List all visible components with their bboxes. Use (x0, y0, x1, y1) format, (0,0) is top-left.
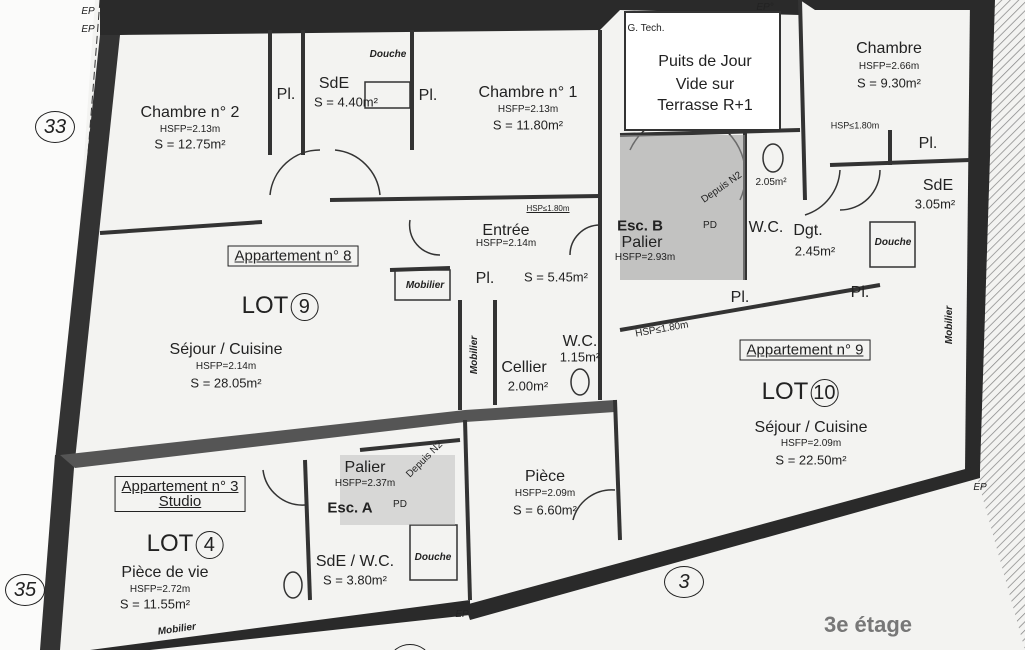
gtech-label: G. Tech. (627, 23, 665, 34)
dgt-area: 2.45m² (794, 243, 836, 259)
chambre-hsfp: HSFP=2.66m (858, 61, 920, 72)
street-number-35: 35 (5, 574, 45, 606)
chambre-label: Chambre (856, 40, 922, 57)
wc-area: 2.05m² (755, 177, 787, 188)
piece-hsfp: HSFP=2.09m (514, 488, 576, 499)
ep-marker: EP (455, 609, 469, 620)
piece-area: S = 6.60m² (513, 502, 577, 518)
ep-marker: EP (81, 24, 95, 35)
puits-label: Terrasse R+1 (657, 97, 753, 114)
palier-a-label: Palier (344, 459, 386, 476)
ep-marker: EP (81, 6, 95, 17)
street-number-3: 3 (664, 566, 704, 598)
esc-b-label: Esc. B (617, 217, 663, 235)
wc-area: 1.15m² (559, 349, 601, 365)
placard-label: Pl. (730, 289, 750, 306)
pd-label: PD (703, 220, 717, 231)
floor-label: 3e étage (823, 612, 913, 637)
placard-label: Pl. (475, 270, 495, 287)
hsp-note: HSP≤1.80m (526, 204, 570, 213)
piece-vie-label: Pièce de vie (121, 564, 209, 581)
placard-label: Pl. (418, 87, 438, 104)
placard-label: Pl. (276, 86, 296, 103)
apartment-9-label: Appartement n° 9 (739, 339, 871, 361)
chambre1-area: S = 11.80m² (492, 117, 564, 133)
placard-label: Pl. (850, 284, 870, 301)
piece-vie-area: S = 11.55m² (119, 596, 191, 612)
douche-label: Douche (414, 552, 452, 563)
sejour-area: S = 28.05m² (190, 375, 262, 391)
pd-label: PD (393, 499, 407, 510)
palier-b-hsfp: HSFP=2.93m (614, 252, 676, 263)
chambre1-label: Chambre n° 1 (478, 84, 578, 101)
mobilier-label: Mobilier (469, 335, 480, 375)
chambre2-label: Chambre n° 2 (140, 104, 240, 121)
douche-label: Douche (369, 49, 407, 60)
mobilier-label: Mobilier (944, 305, 955, 345)
puits-label: Vide sur (675, 76, 735, 93)
piece-vie-hsfp: HSFP=2.72m (129, 584, 191, 595)
sejour-label: Séjour / Cuisine (169, 341, 283, 358)
palier-a-hsfp: HSFP=2.37m (334, 478, 396, 489)
sejour-hsfp: HSFP=2.09m (780, 438, 842, 449)
hsp-note: HSP≤1.80m (830, 120, 880, 131)
chambre2-hsfp: HSFP=2.13m (159, 124, 221, 135)
mobilier-label: Mobilier (405, 280, 445, 291)
sejour-area: S = 22.50m² (775, 452, 847, 468)
sde-area: S = 4.40m² (314, 94, 378, 110)
cellier-label: Cellier (501, 359, 547, 376)
piece-label: Pièce (524, 468, 566, 485)
esc-a-label: Esc. A (327, 499, 373, 517)
cellier-area: 2.00m² (507, 378, 549, 394)
sde-wc-label: SdE / W.C. (315, 553, 395, 570)
sejour-label: Séjour / Cuisine (754, 419, 868, 436)
wc-label: W.C. (748, 219, 784, 236)
sejour-hsfp: HSFP=2.14m (195, 361, 257, 372)
chambre2-area: S = 12.75m² (154, 136, 226, 152)
ep-marker: EP (973, 482, 987, 493)
street-number-33: 33 (35, 111, 75, 143)
placard-label: Pl. (918, 135, 938, 152)
entree-label: Entrée (482, 222, 530, 239)
sde-label: SdE (922, 177, 954, 194)
sde-wc-area: S = 3.80m² (323, 572, 387, 588)
entree-area: S = 5.45m² (524, 269, 588, 285)
dgt-label: Dgt. (793, 222, 823, 239)
chambre-area: S = 9.30m² (857, 75, 921, 91)
sde-area: 3.05m² (914, 196, 956, 212)
sde-label: SdE (318, 75, 350, 92)
entree-hsfp: HSFP=2.14m (475, 238, 537, 249)
chambre1-hsfp: HSFP=2.13m (497, 104, 559, 115)
palier-b-label: Palier (621, 234, 663, 251)
douche-label: Douche (874, 237, 912, 248)
wc-label: W.C. (562, 333, 598, 350)
ep-marker: EP° (756, 2, 774, 13)
puits-label: Puits de Jour (658, 53, 752, 70)
apartment-8-label: Appartement n° 8 (227, 245, 359, 267)
